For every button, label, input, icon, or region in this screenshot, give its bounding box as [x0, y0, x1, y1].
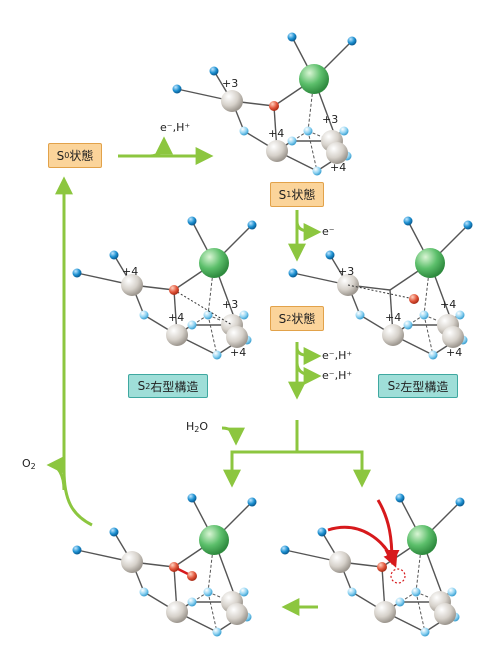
s1-cluster — [171, 31, 358, 177]
s2-left-ox-label-4: +4 — [446, 346, 463, 359]
s2-right-ox-label-3: +3 — [222, 298, 239, 311]
arrow-branch — [230, 450, 364, 480]
s2-right-ox-label-1: +4 — [122, 265, 139, 278]
s0-sub: 0 — [64, 151, 70, 160]
s2-right-sub: 2 — [145, 381, 151, 391]
s1-prefix: S — [278, 187, 287, 202]
arrow-h2o-in — [221, 426, 245, 446]
s2-left-ox-label-1: +3 — [338, 265, 355, 278]
s1-ox-label-3: +3 — [322, 113, 339, 126]
arrow-s1-release — [295, 221, 322, 241]
o2-sub: 2 — [30, 462, 36, 471]
s0-prefix: S — [56, 148, 65, 163]
arrow-o2-release — [46, 456, 66, 491]
label-s0-products: e⁻,H⁺ — [160, 121, 191, 134]
s0-suffix: 状態 — [69, 149, 94, 163]
arrow-s0-release — [149, 136, 173, 158]
h2o-sub: 2 — [194, 425, 200, 434]
s2-left-suffix: 左型構造 — [400, 379, 449, 394]
s2-right-prefix: S — [137, 379, 146, 393]
h2o-prefix: H — [186, 420, 195, 433]
h2o-suffix: O — [199, 420, 209, 433]
s2-right-suffix: 右型構造 — [150, 379, 199, 394]
mu-oxo-red — [269, 101, 279, 111]
s1-ox-label-1: +3 — [222, 77, 239, 90]
s1-ox-label-4: +4 — [330, 161, 347, 174]
o-o-bond-cluster — [71, 492, 258, 638]
o2-prefix: O — [22, 457, 31, 470]
s2-right-ox-label-2: +4 — [168, 311, 185, 324]
s2-right-ox-label-4: +4 — [230, 346, 247, 359]
water-binding-cluster — [279, 492, 466, 638]
s2-left-prefix: S — [387, 379, 396, 393]
label-s2-products-a: e⁻,H⁺ — [322, 349, 353, 362]
s2-sub: 2 — [286, 314, 292, 323]
s2-left-cluster — [287, 215, 474, 361]
mu-oxo-red — [409, 294, 419, 304]
oxygen-red-2 — [187, 571, 197, 581]
s2-suffix: 状態 — [291, 312, 316, 326]
arrow-return-to-s0 — [55, 176, 93, 527]
s2-right-cluster — [71, 215, 258, 361]
s2-left-ox-label-2: +4 — [385, 311, 402, 324]
red-attack-arrow-2 — [376, 499, 400, 565]
oxygen-red-1 — [169, 562, 179, 572]
arrow-s2-release-a — [295, 346, 322, 365]
label-s1-products: e⁻ — [322, 225, 335, 238]
s1-sub: 1 — [286, 190, 292, 199]
label-s2-products-b: e⁻,H⁺ — [322, 369, 353, 382]
s1-ox-label-2: +4 — [268, 127, 285, 140]
s2-left-ox-label-3: +4 — [440, 298, 457, 311]
s2-left-sub: 2 — [395, 381, 401, 391]
mu-oxo-red — [169, 285, 179, 295]
label-o2: O2 — [22, 458, 36, 473]
arrow-s2-release-b — [295, 362, 322, 385]
s2-prefix: S — [278, 311, 287, 326]
s1-suffix: 状態 — [291, 188, 316, 202]
label-h2o: H2O — [186, 421, 208, 436]
vacant-site-circle — [390, 568, 406, 584]
oxygen-red — [377, 562, 387, 572]
